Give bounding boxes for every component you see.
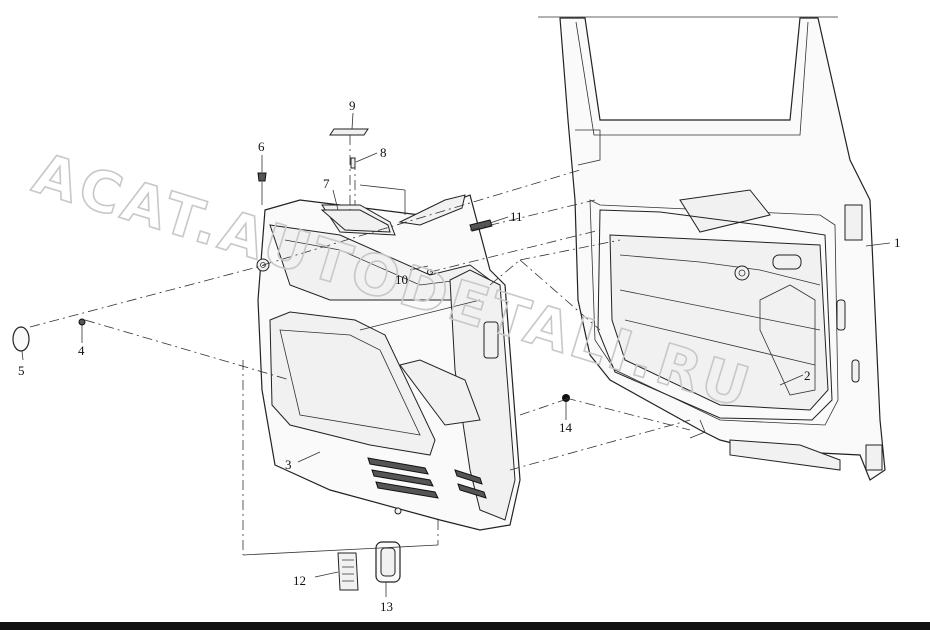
callout-10: 10 bbox=[395, 272, 408, 287]
callout-2: 2 bbox=[804, 368, 811, 383]
door-seal bbox=[597, 209, 833, 421]
bottom-border-bar bbox=[0, 622, 930, 630]
door-trim-panel bbox=[256, 194, 521, 531]
part-11-clip bbox=[469, 219, 493, 232]
callout-3: 3 bbox=[285, 457, 292, 472]
callout-14: 14 bbox=[559, 420, 573, 435]
assembly-lines bbox=[29, 135, 691, 556]
callout-9: 9 bbox=[349, 98, 356, 113]
part-12-vent bbox=[337, 552, 359, 591]
callout-11: 11 bbox=[510, 209, 523, 224]
callout-12: 12 bbox=[293, 573, 306, 588]
door-frame bbox=[538, 16, 886, 481]
callout-1: 1 bbox=[894, 235, 901, 250]
callout-labels: 1 2 3 4 5 6 7 8 9 10 11 12 13 14 bbox=[18, 98, 901, 614]
part-7-switch-bezel bbox=[320, 209, 391, 233]
callout-6: 6 bbox=[258, 139, 265, 154]
speaker-grille bbox=[367, 457, 487, 499]
callout-8: 8 bbox=[380, 145, 387, 160]
part-13-ring bbox=[375, 541, 401, 583]
callout-7: 7 bbox=[323, 176, 330, 191]
part-8-pin bbox=[350, 157, 356, 169]
part-5-cap bbox=[12, 326, 30, 352]
part-4-screw bbox=[78, 318, 86, 326]
callout-5: 5 bbox=[18, 363, 25, 378]
leader-lines bbox=[21, 112, 891, 597]
part-9-plate bbox=[329, 128, 369, 136]
callout-13: 13 bbox=[380, 599, 393, 614]
part-6-clip bbox=[257, 172, 267, 182]
callout-4: 4 bbox=[78, 343, 85, 358]
